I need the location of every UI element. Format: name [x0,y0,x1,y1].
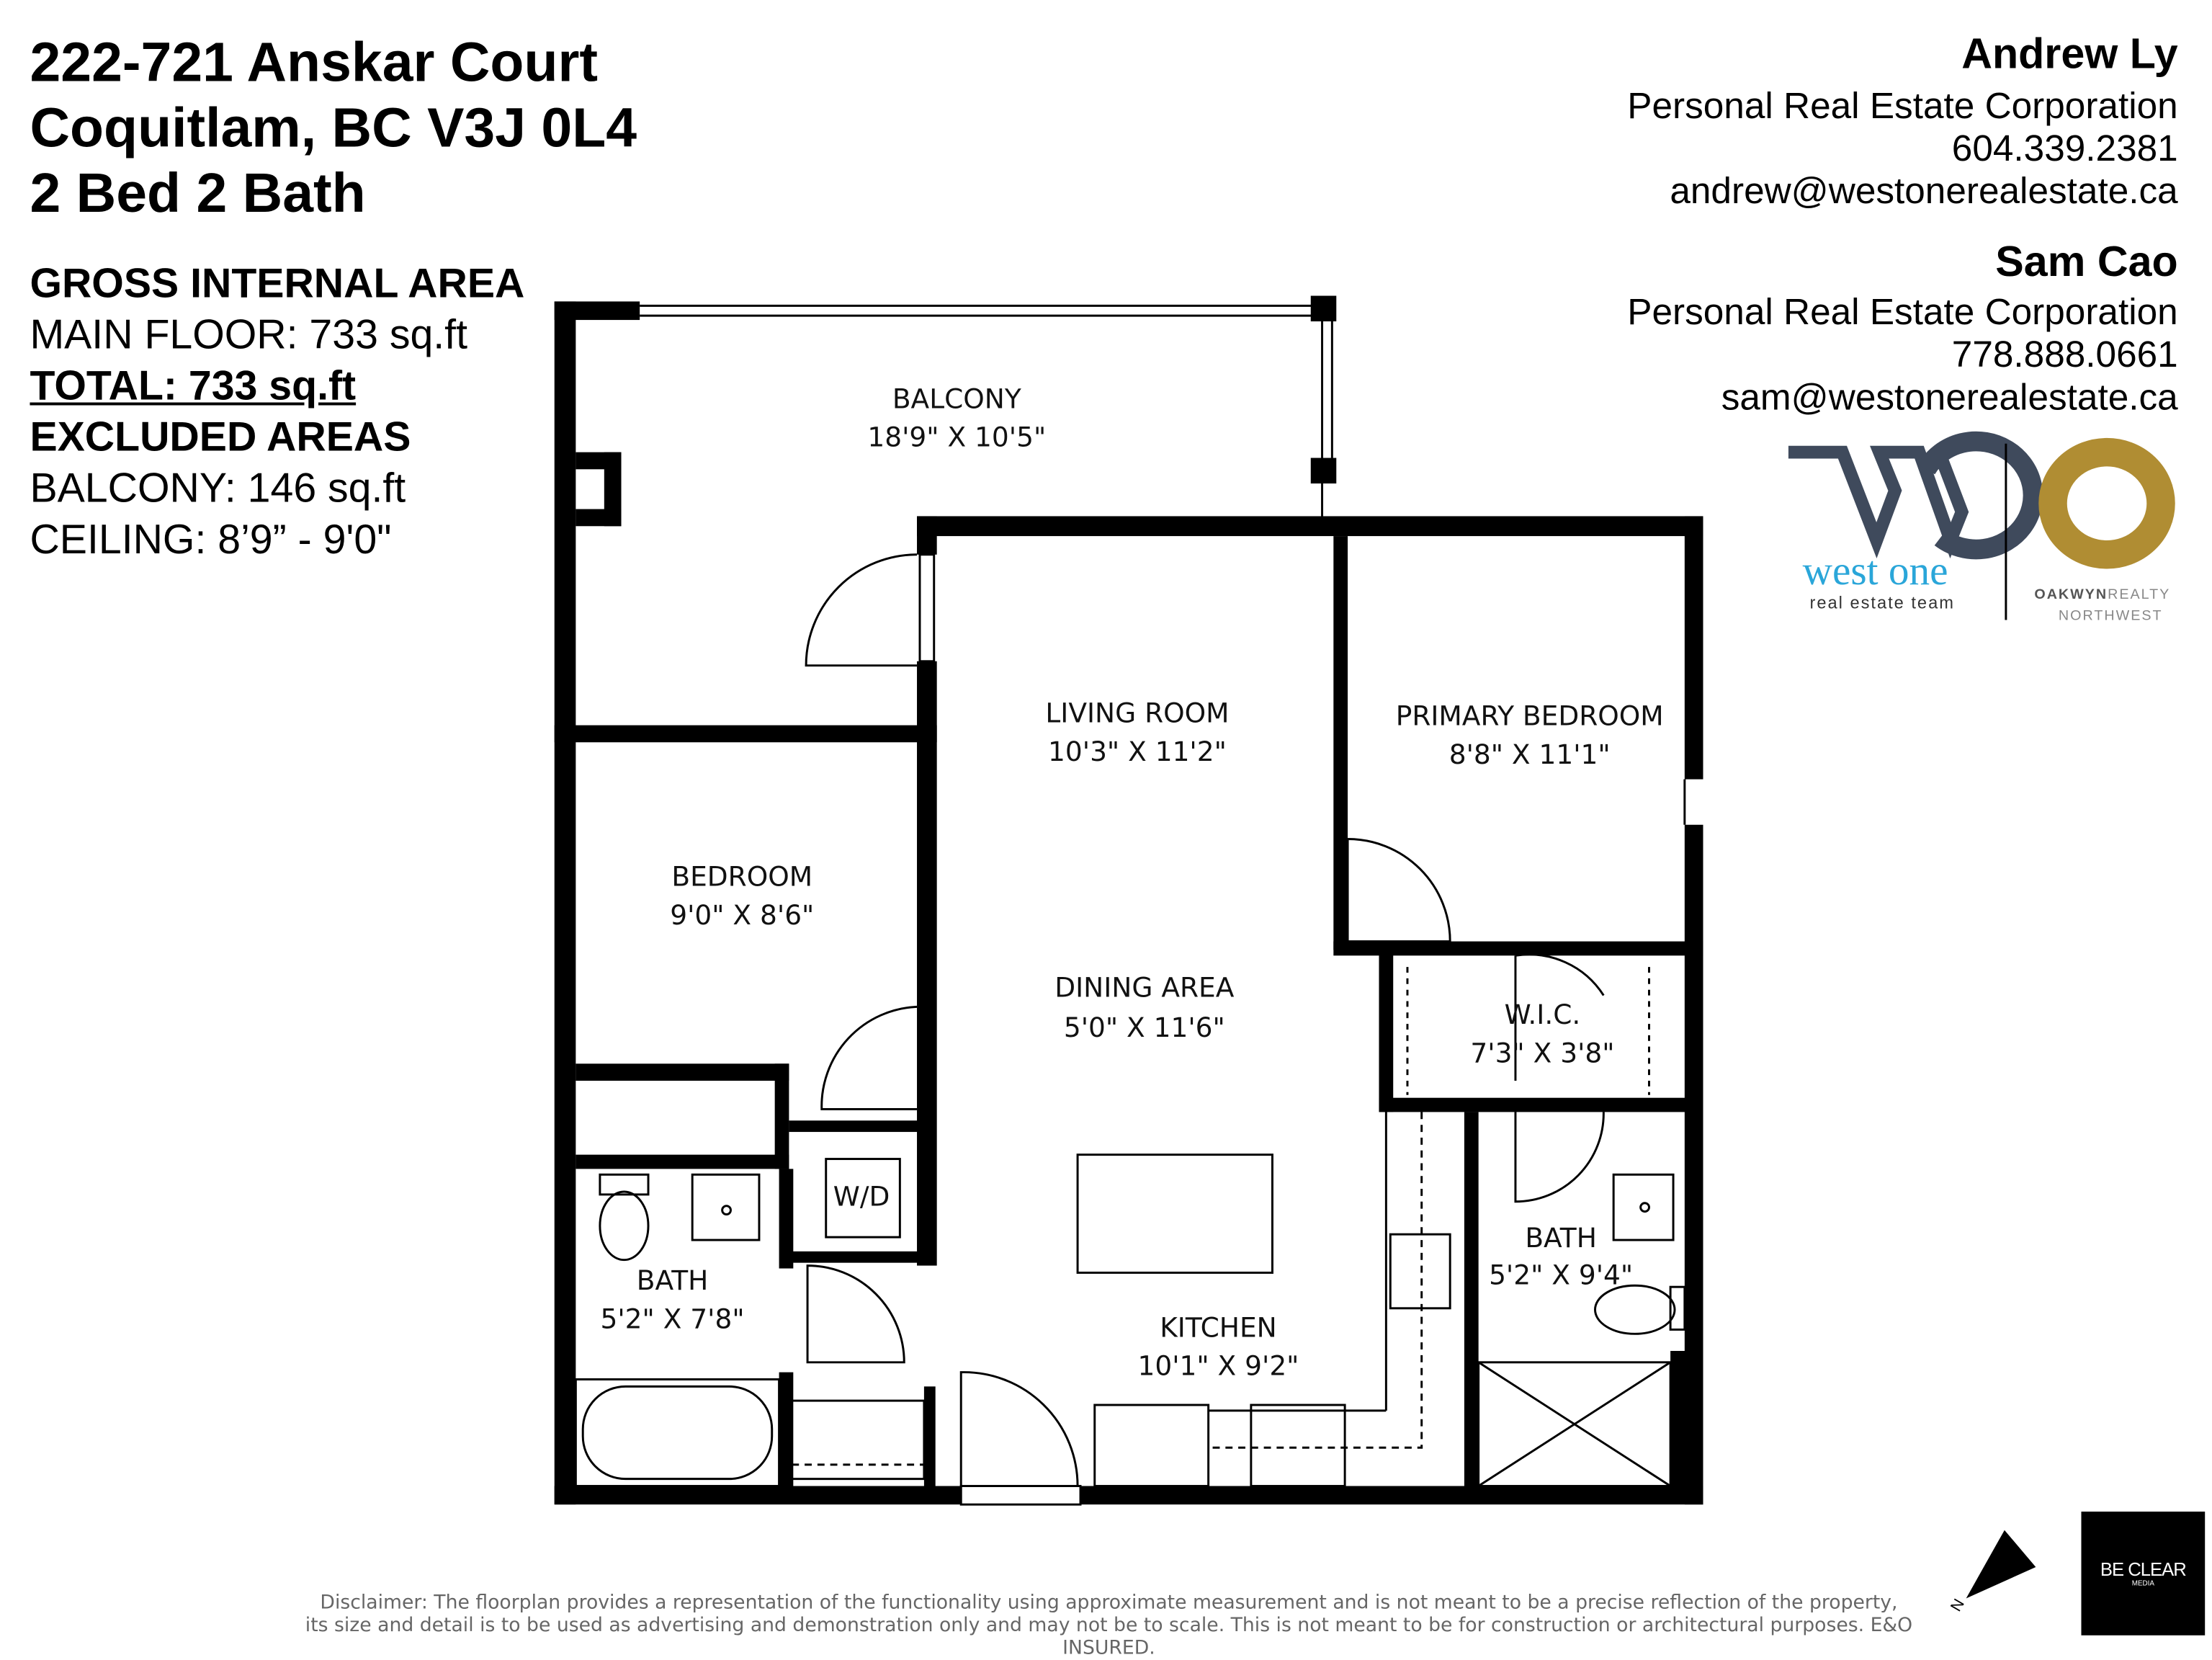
disclaimer-line2: its size and detail is to be used as adv… [305,1614,1913,1660]
compass-icon: N [1946,1530,2036,1615]
balcony-area: BALCONY: 146 sq.ft [30,466,406,512]
room-dims-balcony: 18'9" X 10'5" [867,421,1046,453]
ceiling-height: CEILING: 8’9” - 9'0" [30,517,392,563]
beclear-logo: BE CLEAR MEDIA [2081,1512,2206,1636]
agent-phone: 604.339.2381 [1951,126,2178,169]
agent-email: andrew@westonerealestate.ca [1670,169,2178,213]
agent-name: Sam Cao [1995,238,2178,286]
agent-name: Andrew Ly [1961,31,2178,79]
address-line1: 222-721 Anskar Court [30,32,599,94]
room-dims-living: 10'3" X 11'2" [1048,736,1227,767]
oakwyn-region: NORTHWEST [2058,608,2163,625]
oakwyn-realty: REALTY [2108,587,2171,603]
room-name-kitchen: KITCHEN [1160,1311,1277,1343]
room-name-primary: PRIMARY BEDROOM [1396,700,1664,732]
room-dims-bath2: 5'2" X 9'4" [1489,1259,1633,1290]
beclear-sub: MEDIA [2131,1579,2154,1589]
room-name-dining: DINING AREA [1054,972,1234,1004]
room-name-living: LIVING ROOM [1045,697,1229,729]
agent-email: sam@westonerealestate.ca [1721,375,2178,419]
beds-baths: 2 Bed 2 Bath [30,163,366,225]
room-name-bath1: BATH [637,1264,709,1296]
room-name-wic: W.I.C. [1505,999,1581,1030]
room-name-balcony: BALCONY [892,383,1021,414]
gross-area-heading: GROSS INTERNAL AREA [30,262,525,308]
westone-tagline: real estate team [1809,593,1955,613]
room-name-wd: W/D [833,1181,890,1213]
room-dims-dining: 5'0" X 11'6" [1064,1012,1225,1043]
compass-label: N [1946,1596,1967,1615]
room-dims-primary: 8'8" X 11'1" [1449,738,1611,770]
total-area: TOTAL: 733 sq.ft [30,364,357,410]
room-name-bath2: BATH [1525,1222,1597,1254]
excluded-areas-heading: EXCLUDED AREAS [30,415,411,461]
westone-name: west one [1802,548,1948,595]
address-line2: Coquitlam, BC V3J 0L4 [30,98,637,160]
room-labels: BALCONY 18'9" X 10'5" LIVING ROOM 10'3" … [601,383,1664,1381]
room-name-bedroom: BEDROOM [671,861,812,893]
room-dims-bath1: 5'2" X 7'8" [601,1303,745,1334]
agent-company: Personal Real Estate Corporation [1627,84,2178,127]
main-floor-area: MAIN FLOOR: 733 sq.ft [30,313,468,359]
room-dims-wic: 7'3" X 3'8" [1470,1037,1614,1068]
beclear-name: BE CLEAR [2100,1558,2187,1580]
kitchen-island [1076,1153,1273,1274]
room-dims-bedroom: 9'0" X 8'6" [670,899,814,931]
agent-company: Personal Real Estate Corporation [1627,290,2178,333]
fixtures [574,304,1686,1506]
disclaimer: Disclaimer: The floorplan provides a rep… [285,1592,1933,1660]
disclaimer-line1: Disclaimer: The floorplan provides a rep… [320,1591,1898,1615]
agent-phone: 778.888.0661 [1951,332,2178,376]
oakwyn-name: OAKWYN [2034,587,2108,603]
room-dims-kitchen: 10'1" X 9'2" [1137,1350,1299,1382]
